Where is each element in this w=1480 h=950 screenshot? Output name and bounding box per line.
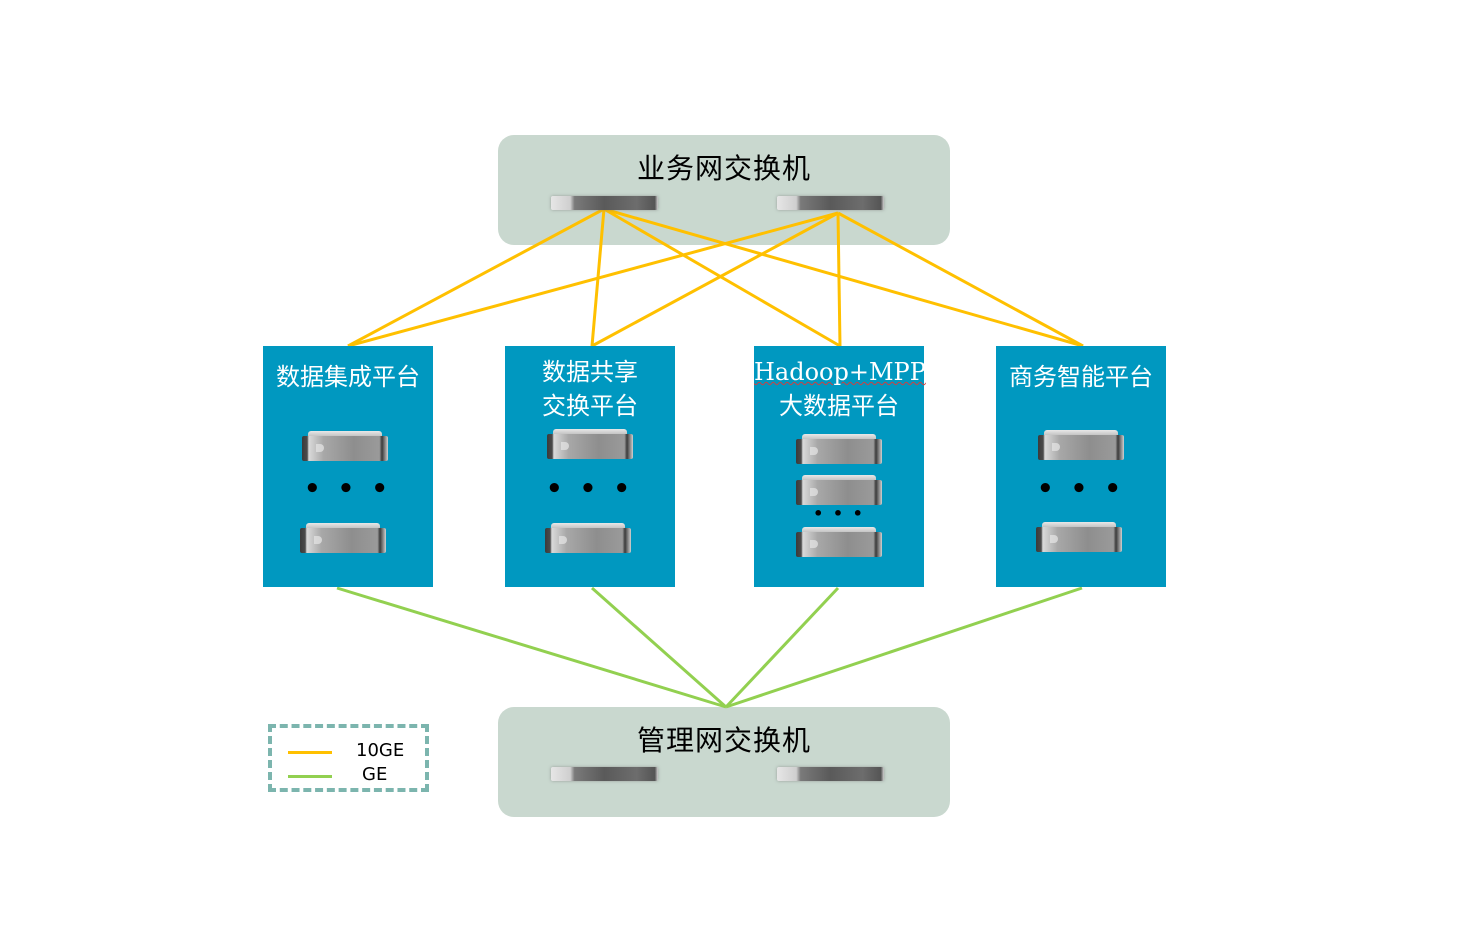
management-switch-panel: 管理网交换机 — [498, 707, 950, 817]
ellipsis: • • • — [304, 474, 392, 504]
platform-title: 数据共享 交换平台 — [505, 355, 675, 423]
link-ge-platform1-mgmt — [336, 586, 727, 709]
legend-swatch-ge — [288, 775, 332, 778]
business-switch-device-2-icon — [777, 196, 884, 210]
platform-title-line: Hadoop+MPP — [754, 355, 926, 389]
platform-title-line: 商务智能平台 — [1009, 363, 1153, 391]
business-switch-title: 业务网交换机 — [636, 152, 811, 185]
legend-label-10ge: 10GE — [356, 740, 405, 761]
server-icon — [545, 523, 631, 553]
server-icon — [796, 527, 882, 557]
platform-title-line: 大数据平台 — [779, 392, 899, 420]
server-icon — [302, 431, 388, 461]
link-ge-platform2-mgmt — [591, 586, 727, 709]
platform-title-line: 数据集成平台 — [276, 363, 420, 391]
ellipsis: • • • — [813, 504, 865, 523]
server-icon — [547, 429, 633, 459]
platform-title-line: 数据共享 — [542, 358, 638, 386]
platform-data-sharing-exchange: 数据共享 交换平台 • • • — [505, 346, 675, 587]
links-ge — [336, 586, 1083, 709]
management-switch-device-1-icon — [551, 767, 658, 781]
server-icon — [1036, 522, 1122, 552]
ellipsis: • • • — [546, 474, 634, 504]
server-icon — [300, 523, 386, 553]
business-switch-panel: 业务网交换机 — [498, 135, 950, 245]
management-switch-device-2-icon — [777, 767, 884, 781]
server-icon — [1038, 430, 1124, 460]
server-icon — [796, 475, 882, 505]
platform-hadoop-mpp-bigdata: Hadoop+MPP 大数据平台 • • • — [754, 346, 926, 587]
management-switch-title: 管理网交换机 — [636, 724, 811, 757]
platform-title-hadoop: Hadoop+MPP — [754, 358, 926, 386]
platform-business-intelligence: 商务智能平台 • • • — [996, 346, 1166, 587]
legend-label-ge: GE — [362, 764, 388, 785]
platform-title: 商务智能平台 — [996, 360, 1166, 394]
platform-title: 数据集成平台 — [263, 360, 433, 394]
link-ge-platform4-mgmt — [725, 586, 1083, 709]
link-ge-platform3-mgmt — [724, 586, 840, 709]
platform-data-integration: 数据集成平台 • • • — [263, 346, 433, 587]
server-icon — [796, 434, 882, 464]
platform-title-line: 交换平台 — [542, 392, 638, 420]
legend-swatch-10ge — [288, 751, 332, 754]
legend: 10GE GE — [268, 724, 429, 792]
platform-title: Hadoop+MPP 大数据平台 — [754, 355, 926, 423]
ellipsis: • • • — [1037, 474, 1125, 504]
business-switch-device-1-icon — [551, 196, 658, 210]
